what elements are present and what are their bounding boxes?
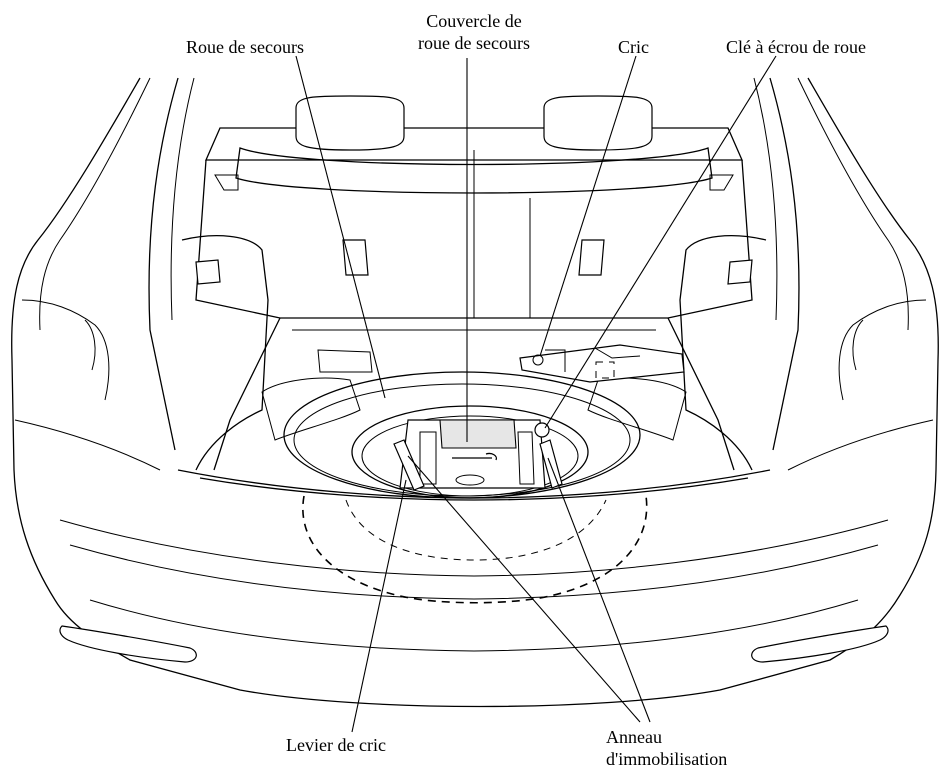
spare-wheel-assembly bbox=[283, 371, 648, 604]
spare-wheel-cover-label-line2: roue de secours bbox=[418, 33, 530, 53]
leader-lines bbox=[295, 55, 777, 733]
tiedown-hook-label: Anneau d'immobilisation bbox=[606, 726, 727, 770]
tiedown-hook-label-line2: d'immobilisation bbox=[606, 749, 728, 769]
spare-wheel-label: Roue de secours bbox=[186, 37, 304, 57]
trunk-interior bbox=[181, 95, 767, 471]
jack-label: Cric bbox=[618, 37, 649, 57]
tiedown-hook-label-line1: Anneau bbox=[606, 727, 662, 747]
spare-wheel-cover-label-line1: Couvercle de bbox=[426, 11, 522, 31]
jack-assembly bbox=[519, 344, 685, 383]
spare-wheel-cover-label: Couvercle de roue de secours bbox=[394, 10, 554, 54]
jack-lever-label: Levier de cric bbox=[286, 735, 386, 755]
car-body bbox=[11, 77, 939, 708]
lug-wrench-label: Clé à écrou de roue bbox=[726, 37, 866, 57]
